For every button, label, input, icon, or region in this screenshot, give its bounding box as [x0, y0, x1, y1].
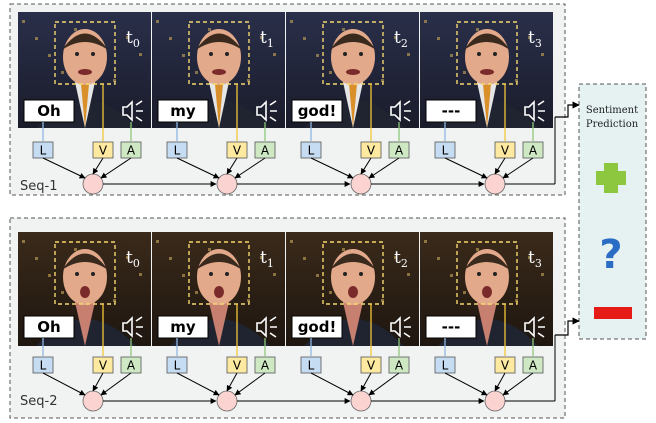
speaker-icon: [524, 316, 545, 338]
modality-label: A: [529, 359, 538, 373]
fusion-node: [350, 173, 372, 195]
word-box: [23, 99, 75, 123]
speaker-icon: [390, 100, 411, 122]
speaker-icon: [256, 316, 277, 338]
fusion-node: [216, 173, 238, 195]
modality-label: V: [233, 359, 242, 373]
modality-label: L: [442, 144, 449, 158]
word-box: [157, 315, 209, 339]
speaker-icon: [524, 100, 545, 122]
word-box: [425, 315, 477, 339]
sequence-label: Seq-1: [20, 179, 57, 194]
modality-label: L: [40, 359, 47, 373]
seq-1-output-arrow: [555, 101, 580, 118]
word-text: ---: [442, 318, 461, 336]
word-box: [23, 315, 75, 339]
modality-label: A: [127, 359, 136, 373]
fusion-node: [216, 390, 238, 412]
modality-label: A: [127, 144, 136, 158]
word-box: [425, 99, 477, 123]
word-box: [157, 99, 209, 123]
word-text: ---: [442, 102, 461, 120]
prediction-title-line1: Sentiment: [586, 105, 638, 116]
modality-label: V: [501, 359, 510, 373]
fusion-node: [82, 173, 104, 195]
prediction-panel: [578, 83, 647, 340]
word-box: [291, 99, 343, 123]
word-text: Oh: [37, 318, 60, 336]
fusion-node: [82, 390, 104, 412]
word-text: god!: [298, 318, 337, 336]
word-box: [291, 315, 343, 339]
modality-label: A: [261, 144, 270, 158]
modality-label: V: [367, 359, 376, 373]
seq-2-output-arrow: [555, 317, 580, 336]
fusion-node: [484, 173, 506, 195]
modality-label: V: [367, 144, 376, 158]
fusion-node: [350, 390, 372, 412]
modality-label: L: [174, 144, 181, 158]
fusion-node: [484, 390, 506, 412]
speaker-icon: [256, 100, 277, 122]
modality-label: V: [99, 359, 108, 373]
question-icon: ?: [599, 232, 622, 278]
modality-label: L: [442, 359, 449, 373]
speaker-icon: [122, 316, 143, 338]
word-text: my: [170, 318, 196, 336]
speaker-icon: [122, 100, 143, 122]
word-text: god!: [298, 102, 337, 120]
modality-label: L: [174, 359, 181, 373]
modality-label: A: [395, 144, 404, 158]
modality-label: A: [395, 359, 404, 373]
modality-label: L: [40, 144, 47, 158]
speaker-icon: [390, 316, 411, 338]
modality-label: A: [529, 144, 538, 158]
plus-icon: [596, 163, 626, 193]
modality-label: A: [261, 359, 270, 373]
sequence-label: Seq-2: [20, 394, 57, 409]
prediction-title-line2: Prediction: [586, 119, 639, 130]
modality-label: V: [233, 144, 242, 158]
minus-icon: [594, 307, 632, 319]
modality-label: L: [308, 359, 315, 373]
word-text: Oh: [37, 102, 60, 120]
word-text: my: [170, 102, 196, 120]
modality-label: L: [308, 144, 315, 158]
modality-label: V: [501, 144, 510, 158]
modality-label: V: [99, 144, 108, 158]
